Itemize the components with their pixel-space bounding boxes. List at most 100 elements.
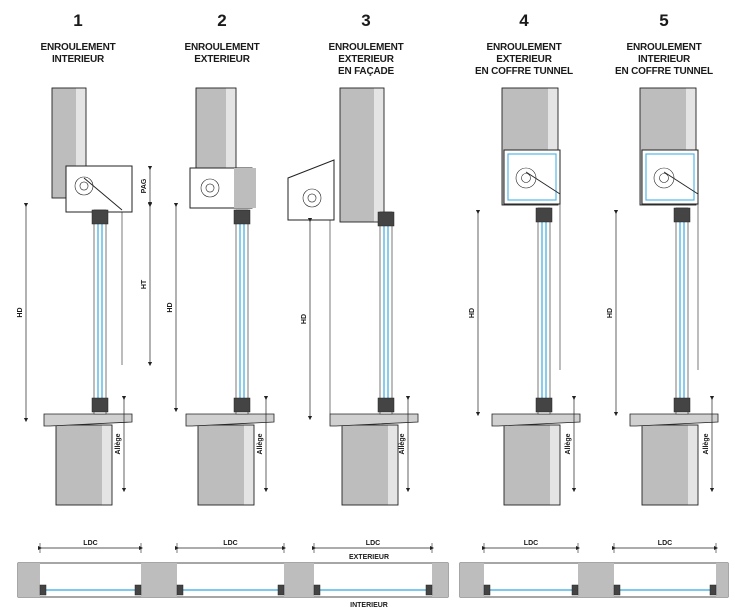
wall-section [56,425,102,505]
top-profile [91,209,109,225]
jamb-profile [277,584,285,596]
jamb-profile [425,584,433,596]
column-title: EN FAÇADE [338,66,395,77]
insulation-layer [102,425,112,505]
insulation-layer [688,425,698,505]
dim-ldc-label: LDC [223,540,237,547]
window-sill [629,413,719,427]
shutter-box [287,159,335,221]
wall-section [141,563,177,597]
column-title: ENROULEMENT [328,42,403,53]
jamb-profile [613,584,621,596]
crank-handle-icon [83,177,123,211]
tunnel-box [503,149,561,205]
wall-section [196,88,226,168]
window-frame [675,207,689,415]
insulation-layer [374,88,384,222]
column-title: EN COFFRE TUNNEL [615,66,713,77]
bottom-profile [233,397,251,413]
wall-section [340,88,374,222]
jamb-profile [176,584,184,596]
dim-ldc-label: LDC [524,540,538,547]
dim-hd-label: HD [607,308,614,318]
wall-section [198,425,244,505]
top-profile [673,207,691,223]
insulation-layer [226,88,236,168]
window-sill [491,413,581,427]
section-3: HD Allège [287,87,419,506]
bottom-profile [377,397,395,413]
label-interior: INTERIEUR [350,602,388,609]
plan-outline [17,562,449,598]
wall-section [234,168,256,208]
dim-ldc-label: LDC [83,540,97,547]
insulation-layer [388,425,398,505]
top-profile [233,209,251,225]
tunnel-box [641,149,699,205]
column-number: 1 [73,11,82,30]
crank-handle-icon [525,171,561,195]
column-number: 2 [217,11,226,30]
dim-ldc-label: LDC [658,540,672,547]
jamb-profile [571,584,579,596]
window-frame [93,209,107,415]
column-title: ENROULEMENT [40,42,115,53]
column-title: ENROULEMENT [486,42,561,53]
wall-section [284,563,314,597]
insulation-layer [686,88,696,205]
insulation-layer [550,425,560,505]
column-number: 5 [659,11,668,30]
column-title: INTERIEUR [52,54,105,65]
tunnel-insulation [507,153,557,201]
insulation-layer [244,425,254,505]
section-4: HD Allège [469,87,581,506]
window-sill [185,413,275,427]
bottom-profile [535,397,553,413]
column-number: 4 [519,11,529,30]
bottom-profile [673,397,691,413]
wall-section [460,563,484,597]
wall-section [504,425,550,505]
column-title: INTERIEUR [638,54,691,65]
crank-handle-icon [663,171,699,195]
tunnel-insulation [645,153,695,201]
roller-tube-icon [302,188,322,208]
top-profile [535,207,553,223]
column-headers: 1ENROULEMENTINTERIEUR2ENROULEMENTEXTERIE… [40,11,713,77]
column-title: ENROULEMENT [184,42,259,53]
dim-allege-label: Allège [115,433,122,454]
wall-section [342,425,388,505]
dim-hd-label: HD [167,302,174,312]
dim-hd-label: HD [301,314,308,324]
window-frame [537,207,551,415]
insulation-layer [548,88,558,205]
window-sill [329,413,419,427]
dim-ht-label: HT [141,279,148,289]
window-frame [235,209,249,415]
roller-tube-icon [200,178,220,198]
column-title: EXTERIEUR [194,54,250,65]
jamb-profile [39,584,47,596]
label-exterior: EXTERIEUR [349,554,389,561]
column-number: 3 [361,11,370,30]
plan-view-right: LDC LDC [459,540,729,598]
column-title: EXTERIEUR [496,54,552,65]
dim-hd-label: HD [17,307,24,317]
column-title: ENROULEMENT [626,42,701,53]
dim-allege-label: Allège [565,433,572,454]
column-title: EXTERIEUR [338,54,394,65]
shutter-box [65,165,133,213]
wall-section [578,563,614,597]
vertical-sections: HDHTPAGAllègeHDAllègeHDAllègeHDAllègeHDA… [17,87,719,506]
dim-allege-label: Allège [399,433,406,454]
dim-hd-label: HD [469,308,476,318]
window-frame [379,211,393,415]
window-sill [43,413,133,427]
wall-section [642,425,688,505]
